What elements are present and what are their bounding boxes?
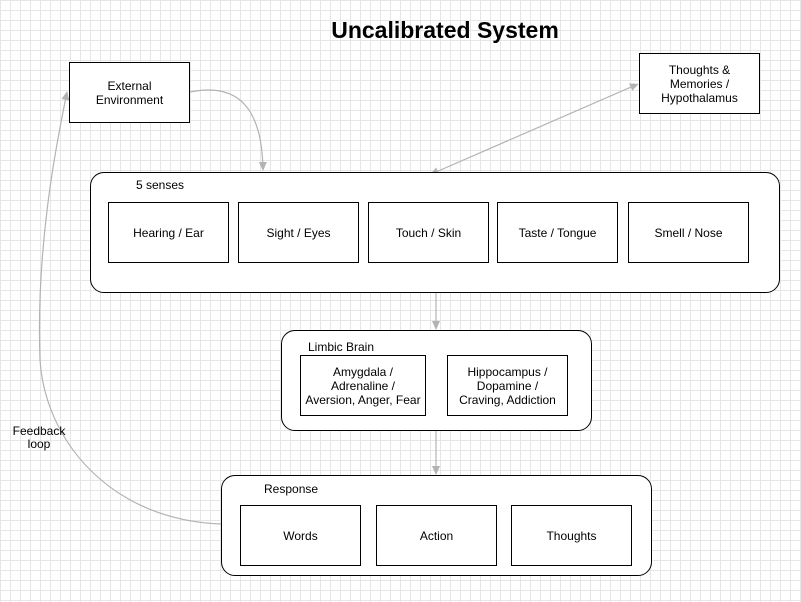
sense-node-touch[interactable]: Touch / Skin xyxy=(368,202,489,263)
arrow-thoughts-senses xyxy=(429,83,639,175)
response-node-thoughts[interactable]: Thoughts xyxy=(511,505,632,566)
arrow-feedback-loop xyxy=(38,91,222,525)
thoughts-memories-node[interactable]: Thoughts & Memories / Hypothalamus xyxy=(639,53,760,114)
limbic-node-hippocampus[interactable]: Hippocampus / Dopamine / Craving, Addict… xyxy=(447,355,568,416)
sense-node-taste[interactable]: Taste / Tongue xyxy=(497,202,618,263)
limbic-group-label: Limbic Brain xyxy=(308,340,375,354)
diagram-title: Uncalibrated System xyxy=(331,17,559,43)
senses-group-label: 5 senses xyxy=(136,178,185,192)
sense-node-smell[interactable]: Smell / Nose xyxy=(628,202,749,263)
response-group-label: Response xyxy=(264,482,319,496)
response-node-action[interactable]: Action xyxy=(376,505,497,566)
feedback-loop-label: Feedback loop xyxy=(12,424,66,451)
response-node-words[interactable]: Words xyxy=(240,505,361,566)
sense-node-hearing[interactable]: Hearing / Ear xyxy=(108,202,229,263)
arrow-environment-to-senses xyxy=(189,89,267,171)
external-environment-node[interactable]: External Environment xyxy=(69,62,190,123)
limbic-node-amygdala[interactable]: Amygdala / Adrenaline / Aversion, Anger,… xyxy=(300,355,426,416)
sense-node-sight[interactable]: Sight / Eyes xyxy=(238,202,359,263)
